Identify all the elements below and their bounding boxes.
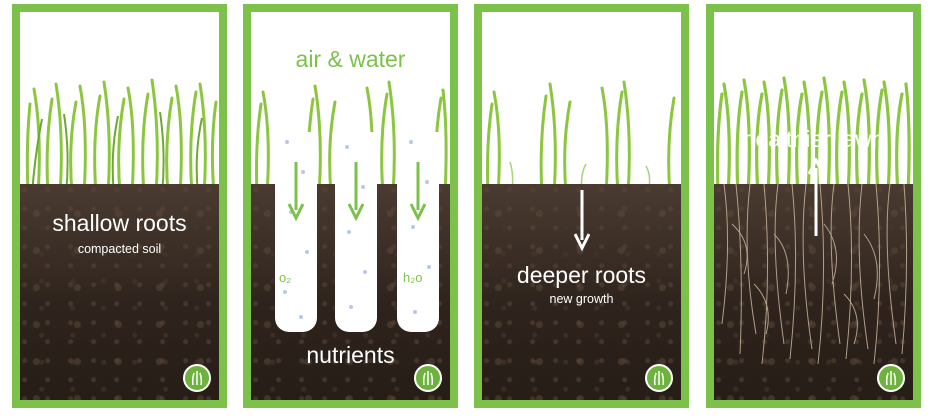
panel-title: healthier lawn bbox=[742, 126, 885, 152]
panel-title: shallow roots bbox=[52, 210, 187, 236]
grass-blades bbox=[25, 78, 218, 194]
panel-subtitle: compacted soil bbox=[77, 242, 162, 256]
panel-aeration: air & water o₂ h₂o nutrients bbox=[243, 4, 458, 408]
arrow-down-icon bbox=[288, 162, 304, 222]
arrow-down-icon bbox=[410, 162, 426, 222]
grass-blades bbox=[715, 76, 911, 194]
panel-healthier-lawn: healthier lawn bbox=[706, 4, 921, 408]
panel-subtitle: new growth bbox=[549, 292, 614, 306]
panel-title: deeper roots bbox=[516, 262, 647, 288]
panel-shallow-roots: shallow roots compacted soil bbox=[12, 4, 227, 408]
soil bbox=[20, 184, 219, 400]
grass-badge-icon bbox=[414, 364, 442, 392]
grass-blades bbox=[486, 80, 676, 194]
sky bbox=[251, 12, 450, 122]
air-water-label: air & water bbox=[295, 46, 406, 72]
air-bubbles bbox=[283, 140, 431, 319]
panel-deeper-roots: deeper roots new growth bbox=[474, 4, 689, 408]
grass-badge-icon bbox=[183, 364, 211, 392]
nutrients-label: nutrients bbox=[306, 342, 395, 368]
sky bbox=[20, 12, 219, 122]
sky bbox=[482, 12, 681, 122]
root-system bbox=[721, 184, 908, 365]
arrow-down-icon bbox=[348, 162, 364, 222]
o2-label: o₂ bbox=[279, 270, 292, 285]
grass-badge-icon bbox=[877, 364, 905, 392]
grass-badge-icon bbox=[645, 364, 673, 392]
h2o-label: h₂o bbox=[403, 270, 423, 285]
arrow-down-icon bbox=[574, 190, 590, 252]
arrow-up-icon bbox=[808, 158, 824, 236]
